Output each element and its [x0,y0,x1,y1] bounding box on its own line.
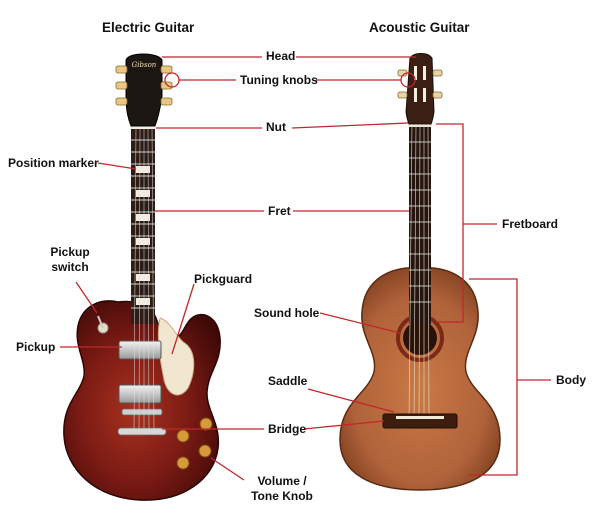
label-fret: Fret [268,204,291,218]
label-saddle: Saddle [268,374,308,388]
neck-pickup [118,340,162,360]
leader-lines [60,56,551,481]
electric-tuning-pegs [115,65,173,106]
saddle [396,416,444,419]
acoustic-fretboard [409,126,431,324]
label-sound-hole: Sound hole [254,306,320,320]
label-pickguard: Pickguard [194,272,253,286]
electric-guitar-title: Electric Guitar [102,20,195,35]
label-pickup-switch-line2: switch [51,260,89,274]
acoustic-guitar-body [339,267,501,491]
label-pickup-switch: Pickup switch [42,245,98,275]
electric-tailpiece [117,427,167,436]
label-position-marker: Position marker [8,156,99,170]
gibson-logo: Gibson [132,61,157,69]
acoustic-guitar-title: Acoustic Guitar [369,20,470,35]
label-pickup: Pickup [16,340,56,354]
label-head: Head [266,49,296,63]
electric-headstock [125,53,163,127]
label-fretboard: Fretboard [502,217,559,231]
electric-frets [131,139,155,309]
label-volume-tone-line1: Volume / [257,474,307,488]
label-body: Body [556,373,586,387]
electric-nut [130,126,156,129]
sound-hole [403,321,437,355]
pickguard [157,317,195,396]
label-volume-tone-knob: Volume / Tone Knob [244,474,320,504]
electric-fretboard [131,128,155,324]
label-volume-tone-line2: Tone Knob [251,489,313,503]
acoustic-headstock [405,53,435,125]
volume-tone-knobs [176,417,213,470]
acoustic-guitar [339,53,501,491]
label-tuning-knobs: Tuning knobs [240,73,318,87]
electric-bridge [121,408,163,416]
label-nut: Nut [266,120,286,134]
label-bridge: Bridge [268,422,307,436]
bridge-pickup [118,384,162,404]
position-markers [136,166,150,305]
label-pickup-switch-line1: Pickup [50,245,90,259]
electric-guitar [63,53,221,501]
